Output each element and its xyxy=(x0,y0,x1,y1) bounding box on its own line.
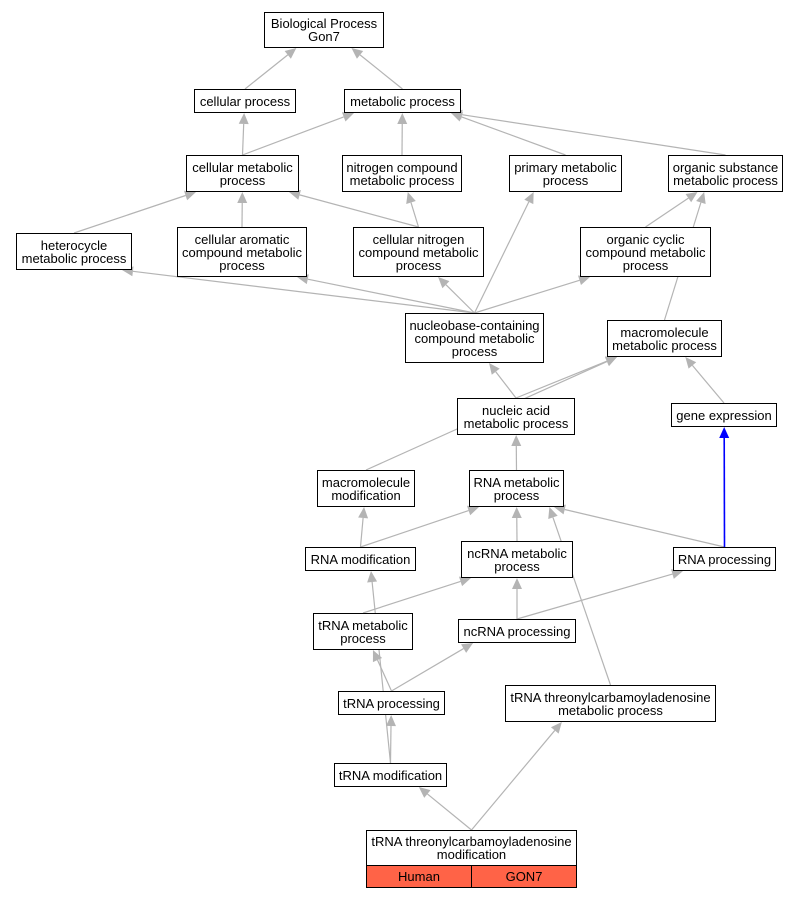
edge-nucleobase-to-cellular_nitrogen xyxy=(445,284,475,314)
arrowhead-gene_expression-to-macromolecule_metabolic xyxy=(685,357,697,369)
edge-cellular_process-to-root xyxy=(244,54,289,90)
arrowhead-organic_cyclic-to-organic_substance xyxy=(685,192,698,203)
edge-cellular_metabolic-to-cellular_process xyxy=(241,123,245,156)
gene-annotation: GON7 xyxy=(471,866,576,887)
arrowhead-cellular_metabolic-to-cellular_process xyxy=(238,113,249,125)
annotation-row: Human GON7 xyxy=(367,865,576,887)
node-metabolic-process[interactable]: metabolic process xyxy=(344,89,461,113)
arrowhead-nucleic_acid-to-nucleobase xyxy=(489,363,500,375)
node-gene-expression[interactable]: gene expression xyxy=(671,403,777,427)
node-heterocycle-metabolic-process[interactable]: heterocycle metabolic process xyxy=(16,233,132,270)
edge-trna_processing-to-trna_metabolic xyxy=(376,659,393,692)
arrowhead-trna_threonyl_metabolic-to-rna_metabolic xyxy=(548,507,558,520)
node-rna-processing[interactable]: RNA processing xyxy=(673,547,776,571)
node-cellular-aromatic-compound-metabolic-process[interactable]: cellular aromatic compound metabolic pro… xyxy=(177,227,307,277)
node-cellular-nitrogen-compound-metabolic-process[interactable]: cellular nitrogen compound metabolic pro… xyxy=(353,227,484,277)
node-nucleic-acid-metabolic-process[interactable]: nucleic acid metabolic process xyxy=(457,398,575,435)
arrowhead-ncrna_metabolic-to-rna_metabolic xyxy=(511,507,522,519)
node-biological-process[interactable]: Biological Process Gon7 xyxy=(264,12,384,48)
arrowhead-trna_metabolic-to-ncrna_metabolic xyxy=(458,576,471,587)
node-label: tRNA threonylcarbamoyladenosine modifica… xyxy=(371,834,572,862)
arrowhead-nitrogen_compound-to-metabolic_process xyxy=(397,113,408,125)
arrowhead-trna_modification-to-rna_modification xyxy=(367,571,378,583)
edge-gene_expression-to-macromolecule_metabolic xyxy=(691,365,725,404)
edge-organic_cyclic-to-organic_substance xyxy=(645,197,689,228)
node-trna-processing[interactable]: tRNA processing xyxy=(338,691,445,715)
node-primary-metabolic-process[interactable]: primary metabolic process xyxy=(509,155,622,192)
arrowhead-trna_threonyl_modification-to-trna_modification xyxy=(418,787,431,798)
arrowhead-cellular_aromatic-to-cellular_metabolic xyxy=(237,192,248,204)
edge-heterocycle-to-cellular_metabolic xyxy=(73,194,186,234)
arrowhead-macromolecule_modification-to-macromolecule_metabolic xyxy=(604,356,617,367)
arrowhead-rna_processing-to-gene_expression xyxy=(719,427,730,439)
arrowhead-rna_metabolic-to-nucleic_acid xyxy=(511,435,522,447)
arrowhead-macromolecule_metabolic-to-organic_substance xyxy=(696,192,706,204)
node-nucleobase-containing-compound-metabolic-process[interactable]: nucleobase-containing compound metabolic… xyxy=(405,313,544,363)
node-trna-threonylcarbamoyladenosine-metabolic-process[interactable]: tRNA threonylcarbamoyladenosine metaboli… xyxy=(505,685,716,722)
edge-primary_metabolic-to-metabolic_process xyxy=(461,116,566,156)
edge-rna_modification-to-macromolecule_modification xyxy=(359,517,364,548)
edge-trna_processing-to-ncrna_processing xyxy=(391,648,464,692)
edge-trna_modification-to-trna_processing xyxy=(389,725,392,764)
node-macromolecule-modification[interactable]: macromolecule modification xyxy=(317,470,415,507)
edge-rna_processing-to-rna_metabolic xyxy=(564,508,725,548)
edge-trna_modification-to-rna_modification xyxy=(371,581,392,764)
node-trna-metabolic-process[interactable]: tRNA metabolic process xyxy=(313,613,413,650)
edge-metabolic_process-to-root xyxy=(359,54,403,90)
edge-nucleic_acid-to-macromolecule_metabolic xyxy=(515,360,608,399)
node-trna-modification[interactable]: tRNA modification xyxy=(334,763,447,787)
edge-cellular_nitrogen-to-cellular_metabolic xyxy=(299,194,419,228)
arrowhead-heterocycle-to-cellular_metabolic xyxy=(183,190,196,201)
edge-nucleobase-to-organic_cyclic xyxy=(474,279,580,314)
node-cellular-metabolic-process[interactable]: cellular metabolic process xyxy=(186,155,299,192)
arrowhead-ncrna_processing-to-ncrna_metabolic xyxy=(512,578,522,589)
arrowhead-trna_threonyl_modification-to-trna_threonyl_metabolic xyxy=(550,722,562,734)
species-annotation: Human xyxy=(398,869,440,884)
arrowhead-cellular_nitrogen-to-nitrogen_compound xyxy=(406,192,416,204)
node-macromolecule-metabolic-process[interactable]: macromolecule metabolic process xyxy=(607,320,722,357)
arrowhead-nucleobase-to-primary_metabolic xyxy=(524,192,534,205)
arrowhead-cellular_nitrogen-to-cellular_metabolic xyxy=(289,190,301,200)
arrowhead-cellular_metabolic-to-metabolic_process xyxy=(341,112,354,122)
edge-nucleobase-to-cellular_aromatic xyxy=(307,278,475,314)
arrowhead-nucleobase-to-cellular_nitrogen xyxy=(438,277,450,289)
node-cellular-process[interactable]: cellular process xyxy=(194,89,296,113)
edge-nucleic_acid-to-nucleobase xyxy=(495,371,517,399)
arrowhead-cellular_process-to-root xyxy=(284,48,297,59)
node-rna-metabolic-process[interactable]: RNA metabolic process xyxy=(469,470,564,507)
node-rna-modification[interactable]: RNA modification xyxy=(305,547,416,571)
edge-organic_substance-to-metabolic_process xyxy=(461,114,726,156)
edge-ncrna_processing-to-rna_processing xyxy=(516,573,673,620)
edge-trna_metabolic-to-ncrna_metabolic xyxy=(362,580,461,614)
arrowhead-nucleobase-to-organic_cyclic xyxy=(578,275,590,286)
node-trna-threonylcarbamoyladenosine-modification[interactable]: tRNA threonylcarbamoyladenosine modifica… xyxy=(366,830,577,888)
arrowhead-rna_modification-to-rna_metabolic xyxy=(466,505,479,516)
node-ncrna-metabolic-process[interactable]: ncRNA metabolic process xyxy=(461,541,573,578)
node-organic-substance-metabolic-process[interactable]: organic substance metabolic process xyxy=(668,155,783,192)
edge-cellular_nitrogen-to-nitrogen_compound xyxy=(410,202,420,228)
arrowhead-rna_processing-to-rna_metabolic xyxy=(554,504,566,515)
node-nitrogen-compound-metabolic-process[interactable]: nitrogen compound metabolic process xyxy=(342,155,462,192)
node-organic-cyclic-compound-metabolic-process[interactable]: organic cyclic compound metabolic proces… xyxy=(580,227,711,277)
arrowhead-trna_processing-to-trna_metabolic xyxy=(372,650,383,663)
edge-trna_threonyl_modification-to-trna_modification xyxy=(426,793,472,831)
edge-rna_modification-to-rna_metabolic xyxy=(360,509,469,548)
arrowhead-ncrna_processing-to-rna_processing xyxy=(671,569,683,579)
node-ncrna-processing[interactable]: ncRNA processing xyxy=(458,619,576,643)
edge-trna_threonyl_modification-to-trna_threonyl_metabolic xyxy=(471,730,556,831)
edge-nucleobase-to-primary_metabolic xyxy=(473,201,530,314)
arrowhead-trna_processing-to-ncrna_processing xyxy=(461,643,474,653)
edge-cellular_metabolic-to-metabolic_process xyxy=(242,116,344,156)
edge-nucleobase-to-heterocycle xyxy=(132,270,475,314)
arrowhead-metabolic_process-to-root xyxy=(351,48,364,59)
arrowhead-trna_modification-to-trna_processing xyxy=(386,715,397,727)
arrowhead-rna_modification-to-macromolecule_modification xyxy=(358,507,369,519)
